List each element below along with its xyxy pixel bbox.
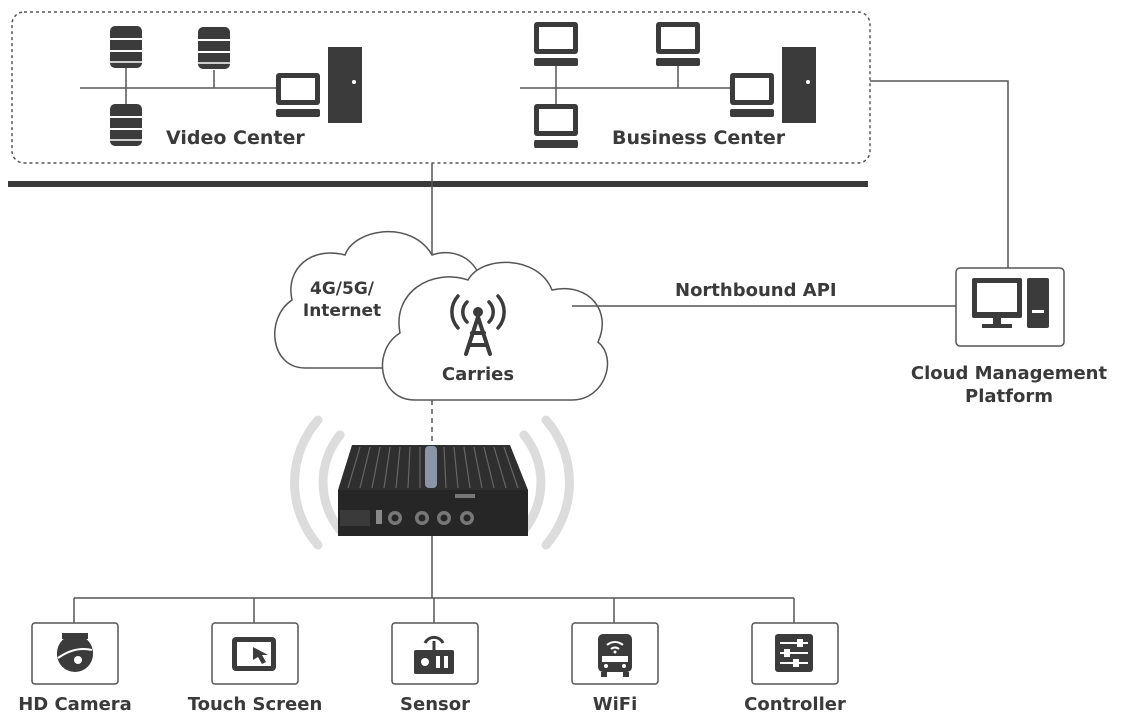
database-icon — [109, 103, 143, 147]
carrier-cloud — [381, 261, 609, 401]
carrier-cloud-label: Carries — [441, 364, 515, 385]
desktop-computer-icon — [276, 73, 320, 117]
platform-link-line — [870, 80, 1009, 268]
industrial-router-icon — [338, 445, 528, 536]
desktop-computer-icon — [534, 104, 578, 148]
desktop-computer-icon — [730, 73, 774, 117]
device-label-touch-screen: Touch Screen — [187, 694, 323, 715]
cell-tower-icon — [450, 294, 506, 356]
data-center-frame — [11, 11, 871, 164]
business-center-label: Business Center — [612, 127, 786, 149]
desktop-computer-icon — [534, 22, 578, 66]
database-icon — [197, 26, 231, 70]
touch-screen-icon — [232, 637, 276, 671]
northbound-api-label: Northbound API — [675, 280, 837, 301]
signal-waves — [290, 415, 574, 550]
device-label-controller: Controller — [744, 694, 846, 715]
video-center-label: Video Center — [166, 127, 305, 149]
monitor-tower-icon — [972, 278, 1049, 328]
device-label-sensor: Sensor — [400, 694, 470, 715]
sensor-icon — [414, 635, 454, 674]
database-icon — [109, 25, 143, 69]
controller-sliders-icon — [775, 634, 813, 672]
bus-wifi-icon — [598, 634, 632, 677]
internet-cloud-label: 4G/5G/ Internet — [302, 279, 382, 321]
server-tower-icon — [782, 47, 816, 123]
desktop-computer-icon — [656, 22, 700, 66]
device-label-wifi: WiFi — [592, 694, 638, 715]
server-tower-icon — [328, 47, 362, 123]
device-label-hd-camera: HD Camera — [18, 694, 132, 715]
cloud-platform-label: Cloud Management Platform — [910, 363, 1108, 407]
dome-camera-icon — [57, 633, 93, 672]
